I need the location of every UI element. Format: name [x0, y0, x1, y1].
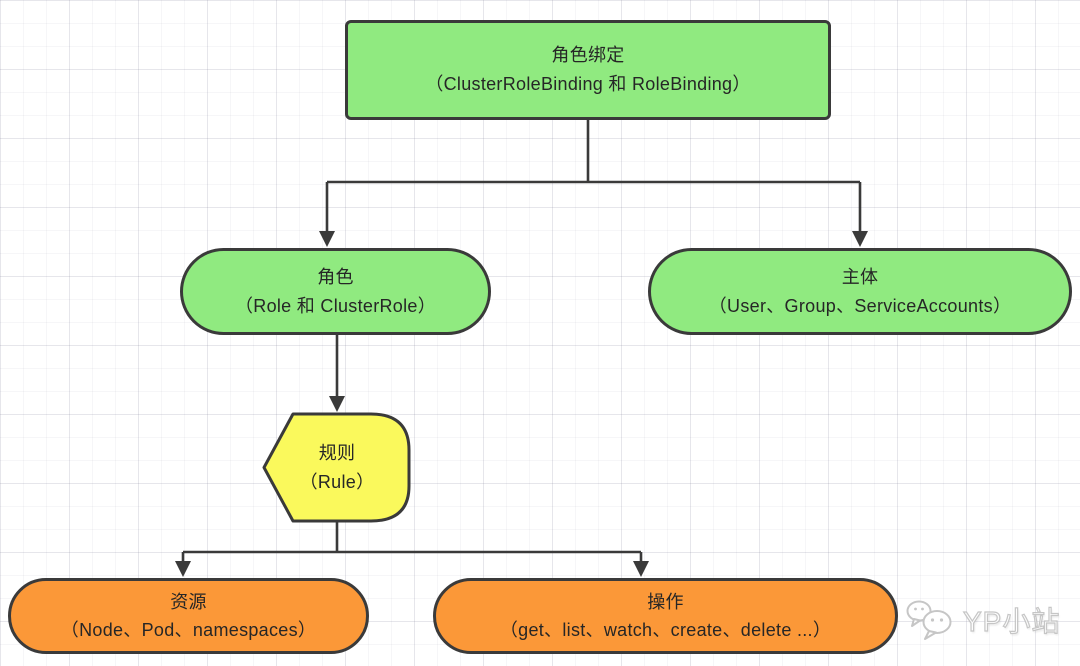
node-rule-subtitle: （Rule） [299, 471, 375, 492]
node-operation: 操作 （get、list、watch、create、delete ...） [433, 578, 898, 654]
node-resource: 资源 （Node、Pod、namespaces） [8, 578, 369, 654]
node-role-binding: 角色绑定 （ClusterRoleBinding 和 RoleBinding） [345, 20, 831, 120]
node-rule: 规则 （Rule） [264, 414, 410, 521]
node-role-binding-subtitle: （ClusterRoleBinding 和 RoleBinding） [425, 74, 751, 94]
node-subject: 主体 （User、Group、ServiceAccounts） [648, 248, 1072, 335]
edge-rule-branch [181, 521, 643, 562]
node-role-subtitle: （Role 和 ClusterRole） [234, 295, 437, 316]
watermark: YP小站 [905, 595, 1075, 645]
node-resource-subtitle: （Node、Pod、namespaces） [60, 620, 317, 640]
arrowhead-to-resource [175, 561, 191, 577]
node-role-binding-title: 角色绑定 [551, 45, 625, 65]
edge-rolebinding-branch [325, 120, 862, 232]
arrowhead-to-subject [852, 231, 868, 247]
node-operation-title: 操作 [647, 592, 684, 612]
arrowhead-to-rule [329, 396, 345, 412]
wechat-icon [905, 599, 955, 641]
node-subject-title: 主体 [841, 266, 879, 287]
arrowhead-to-operation [633, 561, 649, 577]
node-subject-subtitle: （User、Group、ServiceAccounts） [708, 295, 1012, 316]
node-role: 角色 （Role 和 ClusterRole） [180, 248, 491, 335]
node-operation-subtitle: （get、list、watch、create、delete ...） [499, 620, 832, 640]
arrowhead-to-role [319, 231, 335, 247]
node-role-title: 角色 [317, 266, 354, 287]
watermark-label: YP小站 [962, 605, 1061, 637]
node-rule-title: 规则 [318, 442, 356, 463]
node-resource-title: 资源 [170, 592, 207, 612]
